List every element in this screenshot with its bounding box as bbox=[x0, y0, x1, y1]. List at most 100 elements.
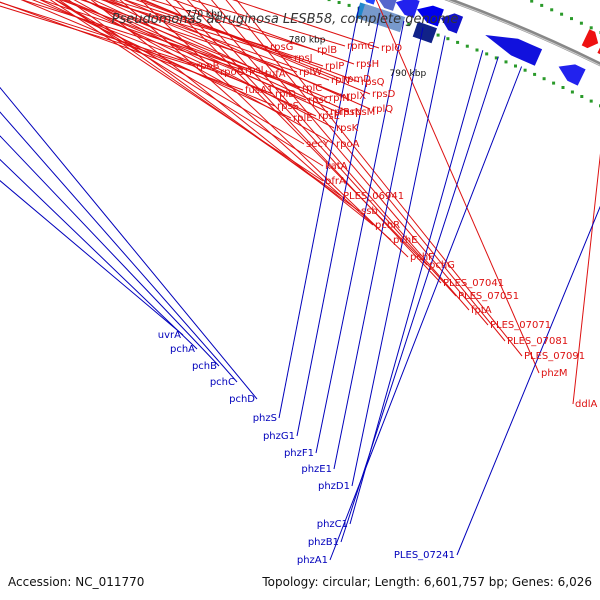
forward-gene-label: rplP bbox=[325, 61, 344, 72]
reverse-gene-label-leader bbox=[0, 86, 258, 400]
forward-gene-label-leader bbox=[186, 0, 457, 297]
forward-gene-label-leader bbox=[139, 0, 342, 80]
forward-gene-label: PLES_07081 bbox=[507, 336, 568, 347]
forward-gene-label: rplV bbox=[331, 75, 351, 86]
track-dot bbox=[589, 26, 593, 30]
forward-gene-label: phzM bbox=[541, 368, 568, 379]
forward-gene-label: katA bbox=[325, 161, 348, 172]
forward-gene-label: rplE bbox=[293, 113, 313, 124]
track-dot bbox=[456, 40, 460, 44]
forward-gene-label-leader bbox=[123, 0, 371, 110]
track-dot bbox=[327, 0, 331, 2]
forward-gene-label: rpsC bbox=[308, 95, 331, 106]
reverse-gene-label: pchB bbox=[192, 361, 217, 372]
reverse-gene-arrow bbox=[485, 35, 543, 66]
genome-summary: Topology: circular; Length: 6,601,757 bp… bbox=[261, 575, 592, 589]
reverse-gene-label: phzS bbox=[253, 413, 277, 424]
track-dot bbox=[446, 37, 450, 41]
forward-gene-label-leader bbox=[39, 0, 292, 119]
track-dot bbox=[407, 23, 411, 27]
forward-gene-label: rpsQ bbox=[361, 77, 385, 88]
forward-gene-label: rplR bbox=[330, 107, 350, 118]
reverse-gene-label-leader bbox=[329, 66, 523, 561]
forward-gene-label: rpsL bbox=[245, 65, 267, 76]
forward-gene-label-leader bbox=[165, 0, 428, 266]
reverse-gene-label-leader bbox=[340, 56, 499, 543]
forward-gene-label: rpsG bbox=[270, 42, 293, 53]
forward-gene-label: rpsE bbox=[318, 111, 340, 122]
forward-gene-label: rpoB bbox=[196, 61, 220, 72]
forward-gene-label-leader bbox=[58, 0, 342, 197]
forward-gene-label-leader bbox=[80, 0, 298, 73]
track-dot bbox=[494, 56, 498, 60]
reverse-gene-label: uvrA bbox=[158, 330, 181, 341]
reverse-gene-label-leader bbox=[456, 205, 600, 556]
forward-gene-label: rplX bbox=[346, 91, 366, 102]
track-dot bbox=[485, 52, 489, 56]
forward-gene-label-leader bbox=[232, 0, 380, 49]
reverse-gene-label: phzD1 bbox=[318, 481, 350, 492]
forward-gene-label-leader bbox=[21, 0, 244, 71]
reverse-gene-label: PLES_07241 bbox=[394, 550, 455, 561]
reverse-gene-arrow bbox=[379, 0, 397, 11]
track-dot bbox=[533, 72, 537, 76]
forward-gene-label: rpsS bbox=[277, 101, 299, 112]
reverse-gene-label-leader bbox=[315, 20, 405, 454]
reverse-gene-arrow bbox=[440, 13, 464, 34]
forward-gene-label-leader bbox=[235, 0, 523, 357]
forward-gene-label: rpsJ bbox=[294, 53, 313, 64]
scale-tick-label: 790 kbp bbox=[390, 69, 427, 79]
forward-gene-arrow bbox=[597, 47, 600, 55]
reverse-gene-arrow bbox=[365, 0, 376, 5]
forward-gene-label: rpsH bbox=[356, 59, 379, 70]
accession-label: Accession: NC_011770 bbox=[8, 575, 144, 589]
reverse-gene-label: pchD bbox=[229, 394, 255, 405]
track-dot bbox=[347, 3, 351, 7]
forward-gene-label: rpsK bbox=[336, 123, 359, 134]
forward-gene-label: pchE bbox=[393, 235, 418, 246]
track-dot bbox=[570, 17, 573, 21]
forward-gene-label-leader bbox=[54, 0, 324, 167]
reverse-gene-arrow bbox=[395, 0, 420, 18]
reverse-gene-arrow bbox=[416, 5, 444, 27]
label-leader-lines bbox=[0, 0, 600, 561]
forward-gene-label-leader bbox=[110, 0, 269, 48]
forward-gene-label-leader bbox=[82, 0, 328, 99]
track-dot bbox=[465, 44, 469, 48]
forward-gene-label-leader bbox=[225, 0, 506, 342]
map-title: Pseudomonas aeruginosa LESB58, complete … bbox=[112, 12, 459, 27]
forward-gene-label: PLES_07051 bbox=[458, 291, 519, 302]
forward-gene-label-leader bbox=[375, 0, 540, 374]
feature-tracks bbox=[355, 0, 600, 86]
reverse-feature bbox=[360, 4, 406, 33]
reverse-gene-label-leader bbox=[333, 27, 424, 470]
forward-gene-label-leader bbox=[100, 0, 293, 59]
forward-gene-label: rplQ bbox=[372, 104, 393, 115]
forward-gene-label-leader bbox=[20, 0, 276, 107]
forward-gene-label-leader bbox=[119, 0, 392, 241]
reverse-gene-label-leader bbox=[351, 35, 446, 487]
forward-gene-label: rplB bbox=[317, 45, 337, 56]
track-dot bbox=[580, 95, 584, 98]
forward-gene-label: PLES_06941 bbox=[343, 191, 404, 202]
forward-gene-label-leader bbox=[190, 0, 346, 47]
forward-gene-arrow bbox=[581, 29, 599, 49]
scale-tick-label: 780 kbp bbox=[289, 36, 326, 46]
reverse-gene-label-leader bbox=[278, 6, 360, 419]
forward-gene-label: secY bbox=[306, 139, 330, 150]
forward-gene-label: rpmD bbox=[343, 74, 371, 85]
forward-gene-label-leader bbox=[572, 153, 600, 405]
reverse-gene-label-leader bbox=[296, 12, 381, 437]
track-dot bbox=[570, 90, 574, 94]
forward-gene-label: rplN bbox=[329, 93, 350, 104]
forward-gene-label: rpsN bbox=[339, 107, 362, 118]
forward-gene-label-leader bbox=[90, 0, 374, 226]
forward-gene-label: rpoA bbox=[336, 139, 360, 150]
forward-gene-label-leader bbox=[92, 0, 338, 113]
forward-gene-label: fusA1 bbox=[245, 85, 273, 96]
scale-tick-label: 770 kbp bbox=[186, 10, 223, 20]
track-dot bbox=[579, 21, 583, 25]
